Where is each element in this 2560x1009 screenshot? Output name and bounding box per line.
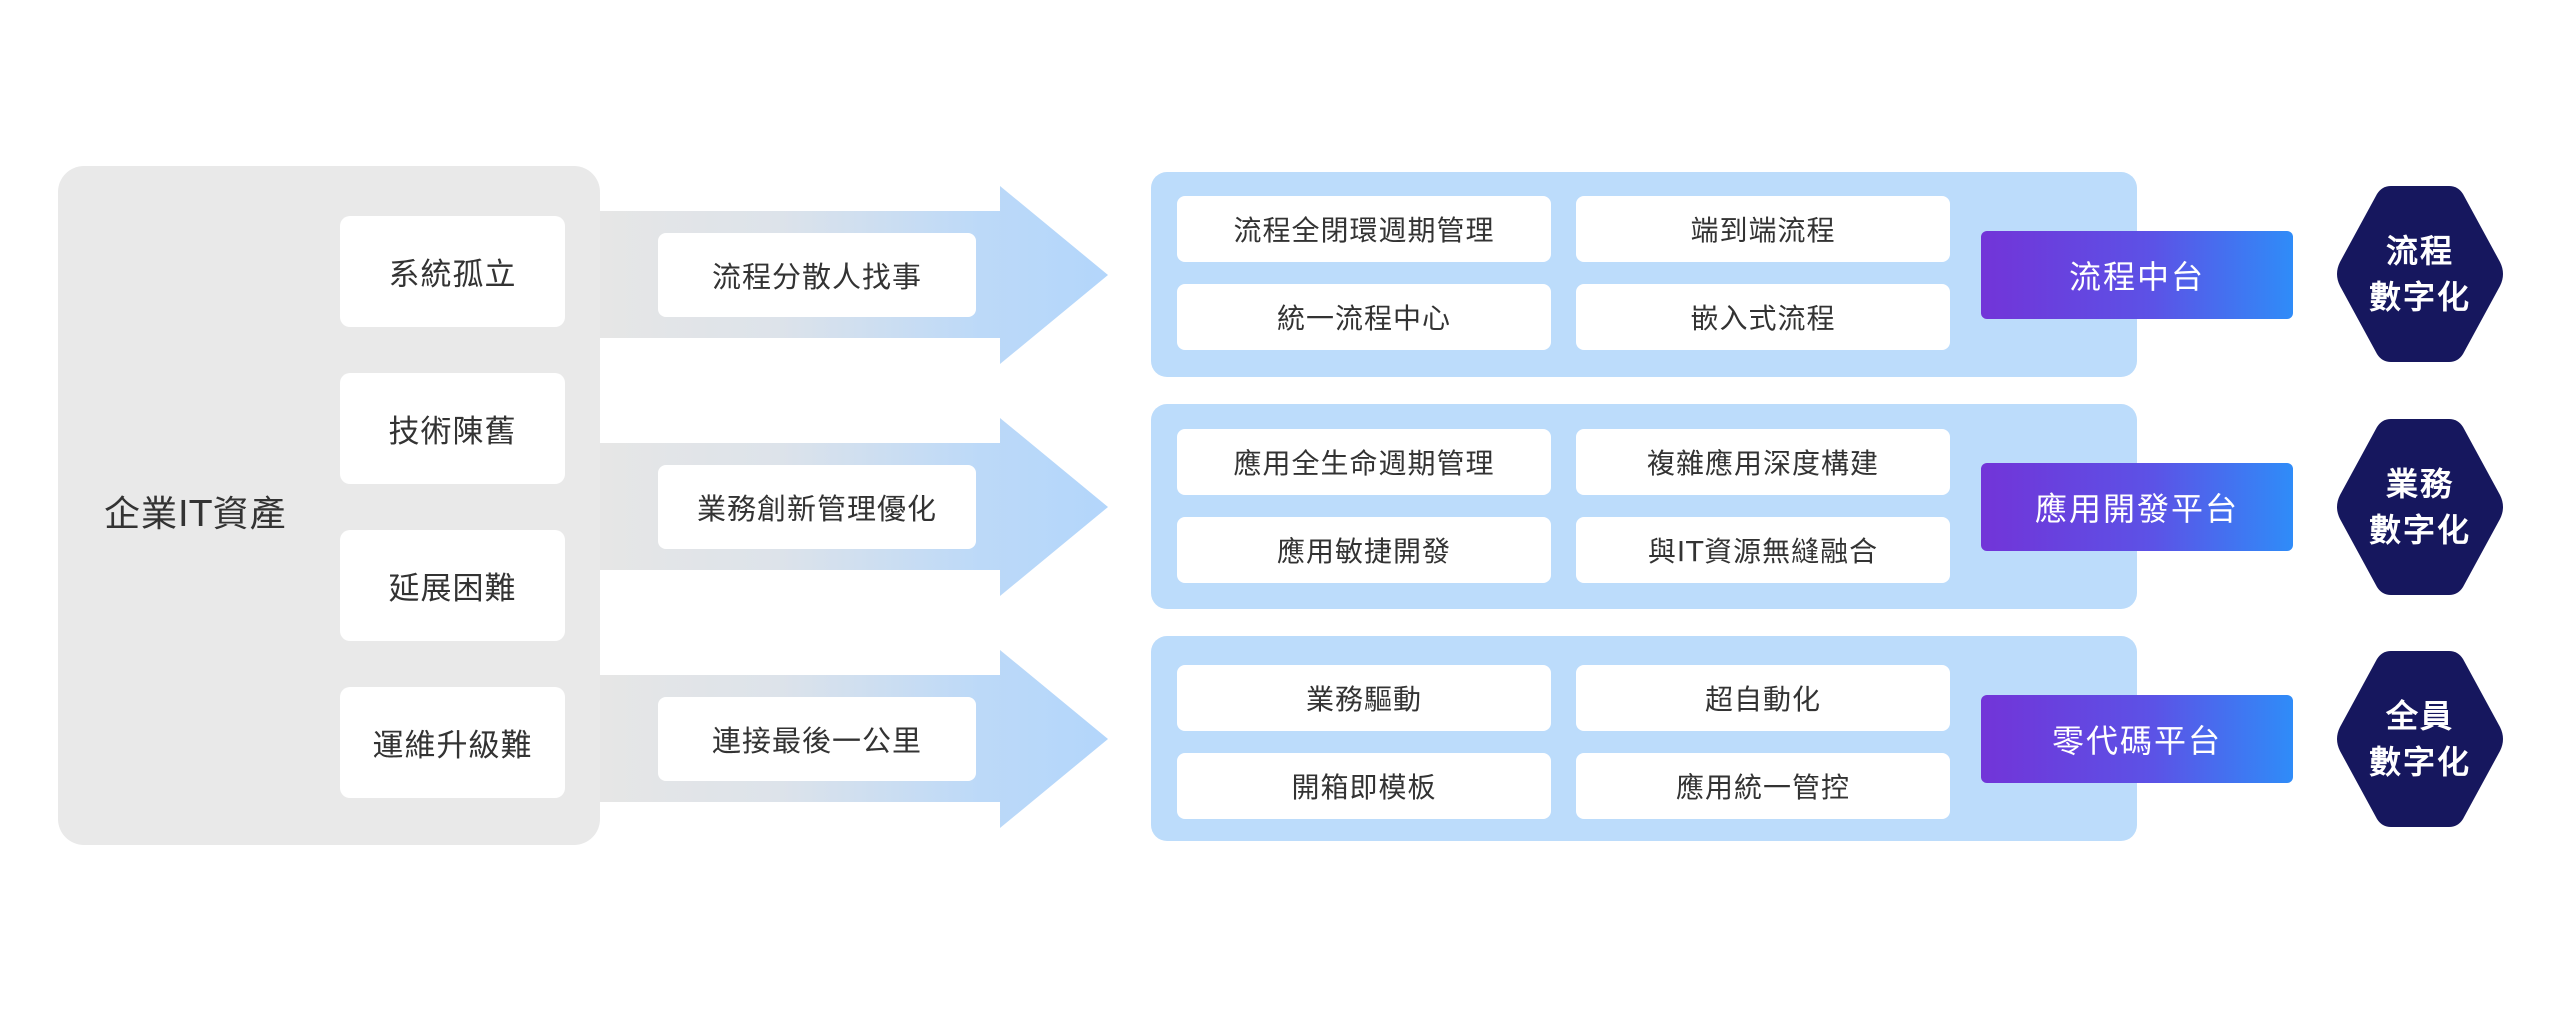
outcome-line: 業務 bbox=[2385, 465, 2454, 503]
outcome-hexagon: 業務 數字化 bbox=[2334, 412, 2506, 602]
feature-box: 端到端流程 bbox=[1576, 196, 1950, 262]
outcome-line: 流程 bbox=[2385, 232, 2454, 270]
problem-box: 系統孤立 bbox=[340, 216, 565, 327]
outcome-line: 全員 bbox=[2385, 697, 2454, 735]
feature-box: 與IT資源無縫融合 bbox=[1576, 517, 1950, 583]
arrow-label: 業務創新管理優化 bbox=[658, 465, 976, 549]
feature-box: 開箱即模板 bbox=[1177, 753, 1551, 819]
hexagon-icon bbox=[2337, 419, 2503, 595]
arrow-label: 流程分散人找事 bbox=[658, 233, 976, 317]
outcome-line: 數字化 bbox=[2368, 511, 2471, 549]
problem-box: 延展困難 bbox=[340, 530, 565, 641]
feature-box: 業務驅動 bbox=[1177, 665, 1551, 731]
platform-label: 流程中台 bbox=[1981, 231, 2293, 319]
problem-box: 技術陳舊 bbox=[340, 373, 565, 484]
feature-box: 複雜應用深度構建 bbox=[1576, 429, 1950, 495]
outcome-hexagon: 流程 數字化 bbox=[2334, 179, 2506, 369]
problem-box: 運維升級難 bbox=[340, 687, 565, 798]
feature-box: 嵌入式流程 bbox=[1576, 284, 1950, 350]
hexagon-icon bbox=[2337, 651, 2503, 827]
it-assets-title: 企業IT資產 bbox=[104, 494, 287, 535]
hexagon-icon bbox=[2337, 186, 2503, 362]
platform-label: 零代碼平台 bbox=[1981, 695, 2293, 783]
feature-box: 應用敏捷開發 bbox=[1177, 517, 1551, 583]
platform-label: 應用開發平台 bbox=[1981, 463, 2293, 551]
feature-box: 應用全生命週期管理 bbox=[1177, 429, 1551, 495]
feature-box: 流程全閉環週期管理 bbox=[1177, 196, 1551, 262]
arrow-label: 連接最後一公里 bbox=[658, 697, 976, 781]
feature-box: 統一流程中心 bbox=[1177, 284, 1551, 350]
outcome-line: 數字化 bbox=[2368, 278, 2471, 316]
outcome-hexagon: 全員 數字化 bbox=[2334, 644, 2506, 834]
feature-box: 超自動化 bbox=[1576, 665, 1950, 731]
outcome-line: 數字化 bbox=[2368, 743, 2471, 781]
feature-box: 應用統一管控 bbox=[1576, 753, 1950, 819]
